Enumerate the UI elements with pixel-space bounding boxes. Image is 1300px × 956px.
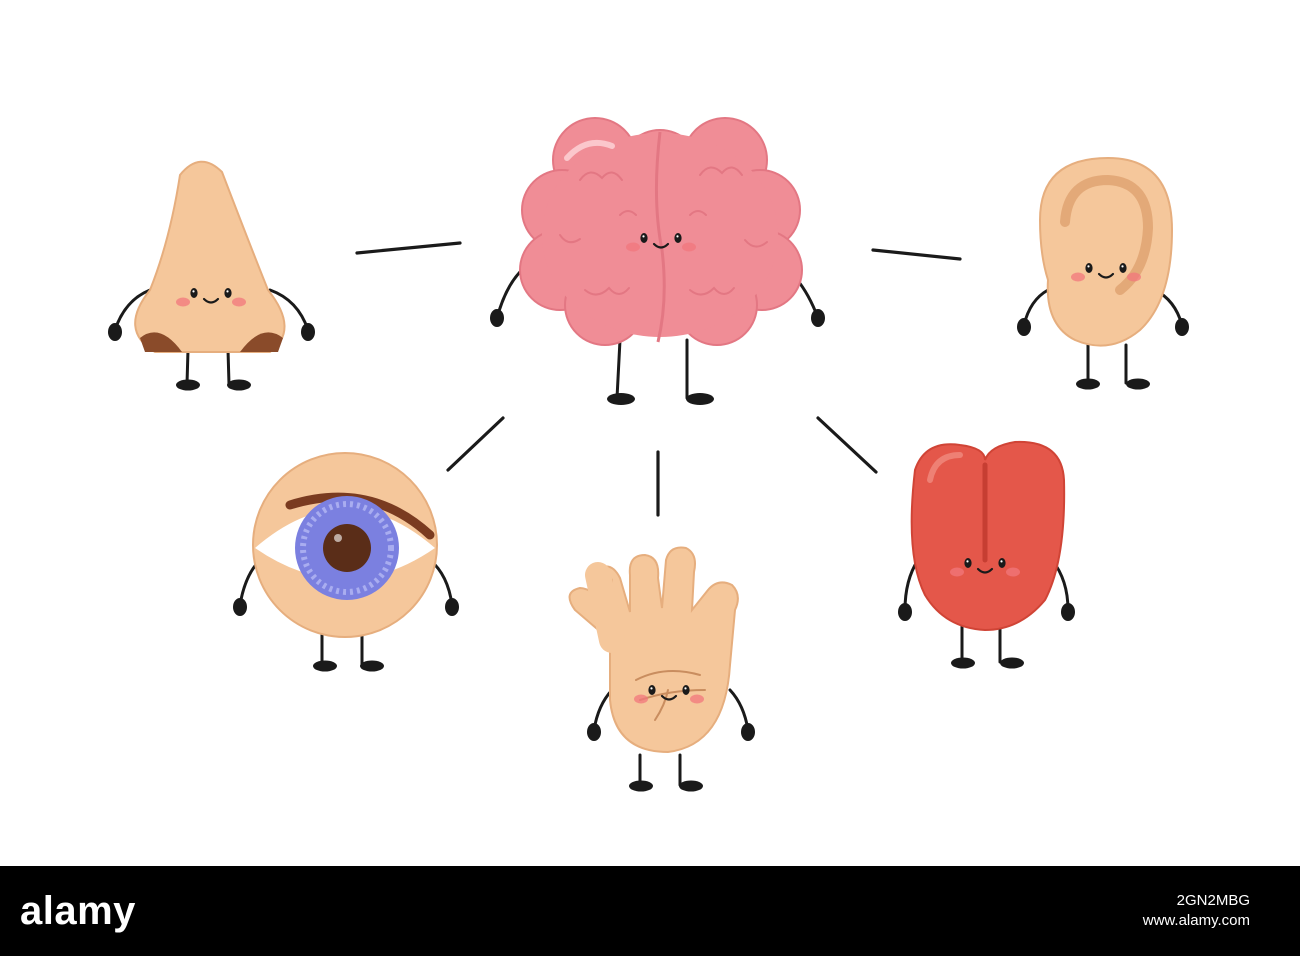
watermark-bar: [0, 866, 1300, 956]
watermark-logo: alamy: [20, 888, 136, 933]
connector-lines: [355, 241, 962, 517]
ear-character: [1017, 156, 1189, 390]
brain-character: [490, 117, 825, 405]
five-senses-diagram: [108, 117, 1189, 792]
watermark-image-id: 2GN2MBG: [1176, 892, 1250, 909]
tongue-character: [898, 440, 1075, 669]
watermark-info: 2GN2MBG www.alamy.com: [1143, 869, 1250, 953]
hand-character: [568, 546, 755, 792]
line-brain-eye: [446, 416, 505, 472]
line-brain-nose: [355, 241, 462, 255]
nose-character: [108, 160, 315, 391]
line-brain-tongue: [816, 416, 878, 474]
watermark-site: www.alamy.com: [1142, 912, 1250, 929]
line-brain-ear: [871, 248, 962, 261]
eye-character: [233, 452, 459, 672]
